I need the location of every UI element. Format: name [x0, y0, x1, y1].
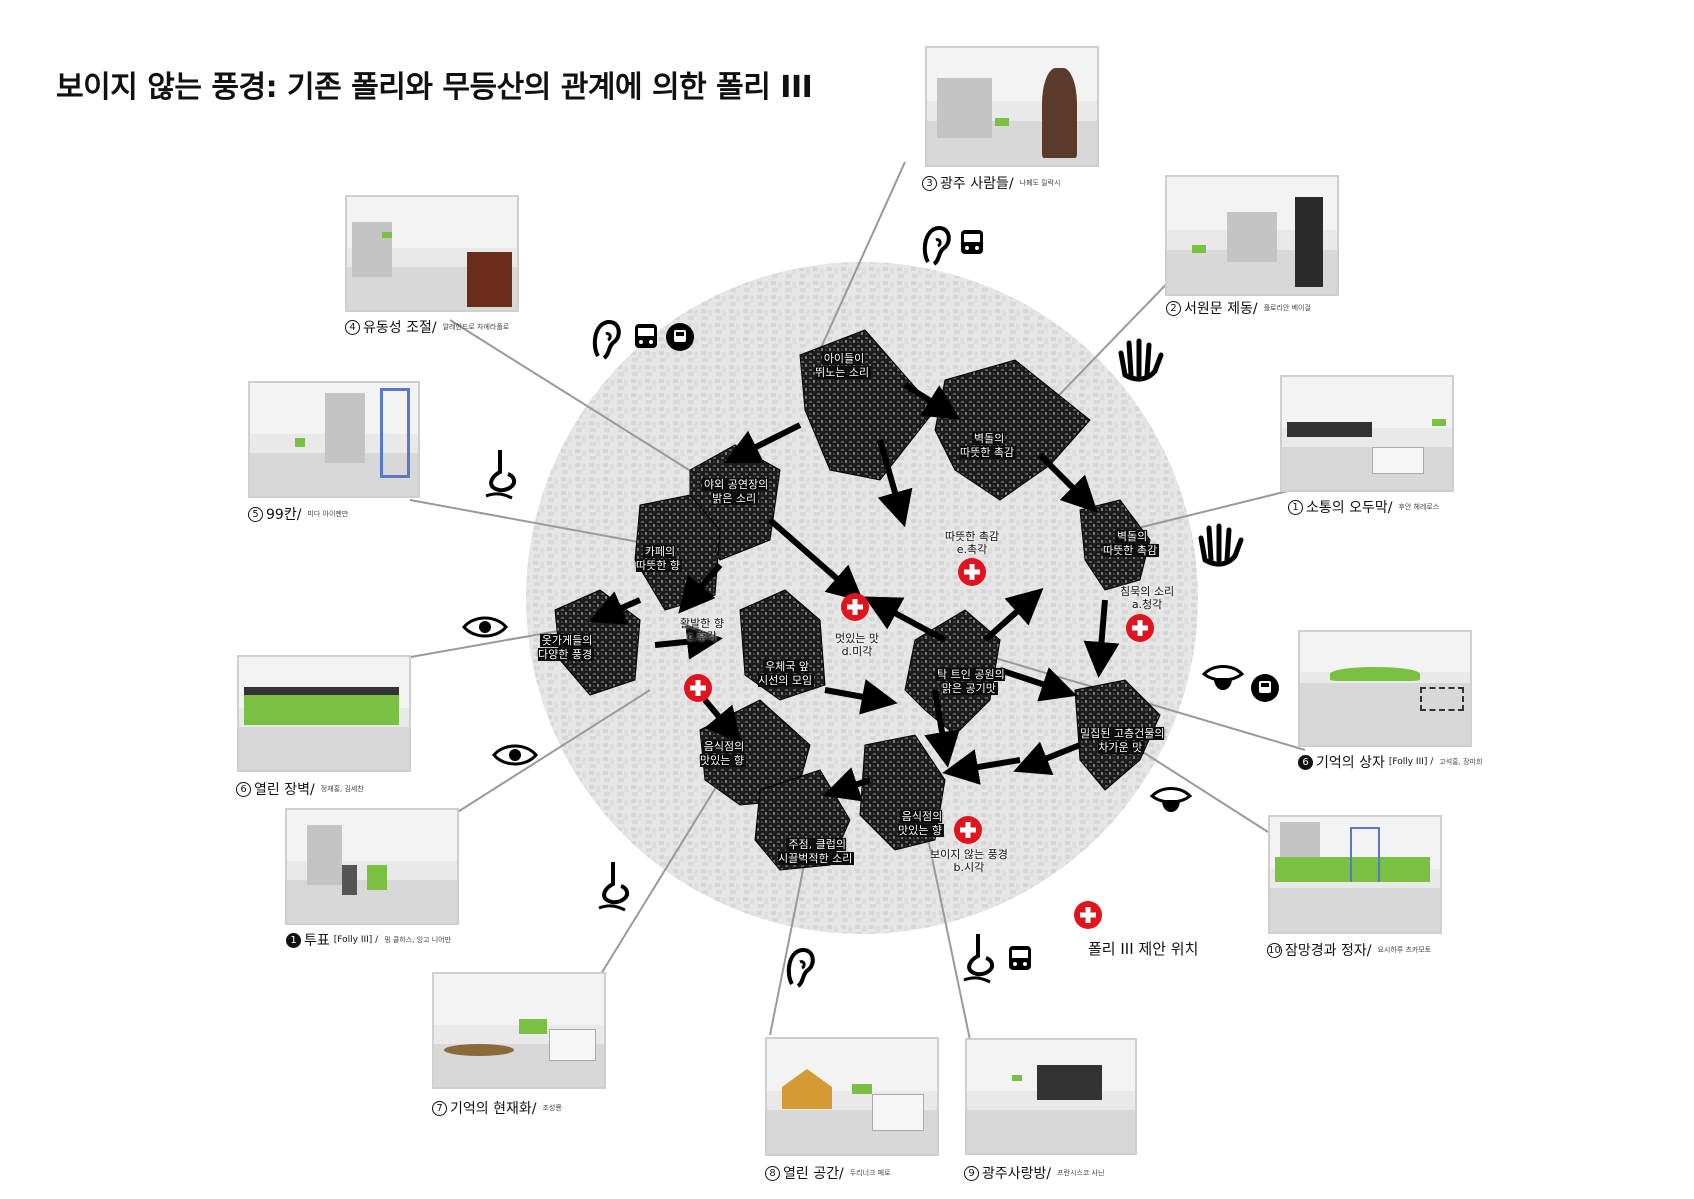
- photo-memory-present: [432, 972, 606, 1089]
- map-label-restaurant-7: 음식점의 맛있는 향: [700, 740, 746, 767]
- tongue-icon: [1201, 665, 1245, 690]
- proposal-plus-icon: [841, 593, 869, 621]
- proposal-label-smell: 활발한 향 c.후각: [680, 617, 724, 643]
- map-label-highrise: 밀집된 고층건물의 차가운 맛: [1078, 727, 1165, 754]
- bus-icon: [961, 230, 983, 254]
- map-label-restaurant-9: 음식점의 맛있는 향: [898, 810, 944, 837]
- nose-icon: [963, 934, 995, 984]
- legend-label: 폴리 III 제안 위치: [1088, 940, 1199, 958]
- photo-seowonmun: [1165, 175, 1339, 296]
- map-label-park: 탁 트인 공원의 맑은 공기맛: [935, 668, 1005, 695]
- bus-icon: [1009, 946, 1031, 970]
- proposal-label-touch: 따뜻한 촉감 e.촉각: [945, 530, 1000, 556]
- photo-periscope-pavilion: [1268, 815, 1442, 934]
- proposal-plus-icon: [1126, 614, 1154, 642]
- map-label-brick-2: 벽돌의 따뜻한 촉감: [960, 432, 1017, 459]
- proposal-label-taste: 멋있는 맛 d.미각: [835, 632, 879, 658]
- bus-icon: [635, 324, 657, 348]
- photo-open-wall: [237, 655, 411, 772]
- photo-gwangju-sarangbang: [965, 1038, 1137, 1155]
- tongue-icon: [1149, 787, 1193, 812]
- ear-icon: [592, 320, 621, 360]
- ear-icon: [786, 948, 815, 988]
- proposal-label-hearing: 침묵의 소리 a.청각: [1120, 585, 1175, 611]
- map-label-pub: 주점, 클럽의 시끌벅적한 소리: [778, 838, 855, 865]
- photo-communication-hut: [1280, 375, 1454, 492]
- nose-icon: [598, 862, 630, 912]
- proposal-plus-icon: [954, 816, 982, 844]
- proposal-label-sight: 보이지 않는 풍경 b.시각: [930, 848, 1008, 874]
- hand-icon: [1198, 523, 1244, 567]
- photo-fluidity-control: [345, 195, 519, 312]
- legend-plus-icon: [1074, 901, 1102, 929]
- map-label-children: 아이들이 뛰노는 소리: [815, 352, 872, 379]
- map-label-outdoor-stage: 야외 공연장의 밝은 소리: [702, 478, 769, 505]
- photo-gwangju-people: [925, 46, 1099, 167]
- page-title: 보이지 않는 풍경: 기존 폴리와 무등산의 관계에 의한 폴리 III: [56, 70, 813, 105]
- map-label-cafe: 카페의 따뜻한 향: [636, 545, 682, 572]
- photo-open-space: [765, 1037, 939, 1156]
- ear-icon: [922, 226, 951, 266]
- photo-memory-box: [1298, 630, 1472, 747]
- proposal-markers: [684, 558, 1154, 929]
- proposal-plus-icon: [684, 674, 712, 702]
- photo-vote: [285, 808, 459, 925]
- subway-icon: [1251, 674, 1279, 702]
- flow-arrows: [588, 382, 1120, 802]
- nose-icon: [485, 450, 517, 500]
- eye-icon: [462, 616, 508, 638]
- photo-99-kan: [248, 381, 420, 498]
- map-label-post-office: 우체국 앞 시선의 모임: [758, 660, 815, 687]
- hand-icon: [1118, 338, 1164, 382]
- map-label-brick-1: 벽돌의 따뜻한 촉감: [1103, 530, 1160, 557]
- subway-icon: [666, 323, 694, 351]
- map-label-clothing: 옷가게들의 다양한 풍경: [538, 634, 595, 661]
- proposal-plus-icon: [958, 558, 986, 586]
- eye-icon: [492, 744, 538, 766]
